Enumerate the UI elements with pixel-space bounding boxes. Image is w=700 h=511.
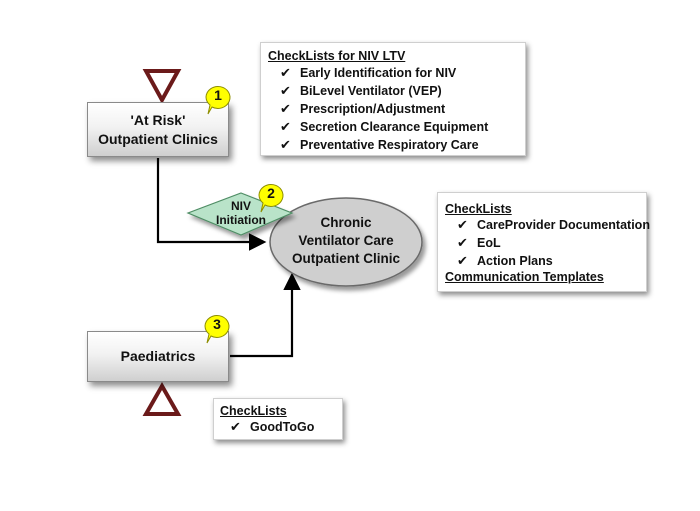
up-triangle-marker <box>142 381 182 416</box>
checklist-niv-title: CheckLists for NIV LTV <box>268 49 406 63</box>
badge-3-number: 3 <box>213 316 221 332</box>
badge-1: 1 <box>202 83 234 115</box>
badge-2-number: 2 <box>267 185 275 201</box>
niv-initiation-label: NIV Initiation <box>206 199 276 227</box>
list-item: ✔Prescription/Adjustment <box>280 101 446 116</box>
badge-1-number: 1 <box>214 87 222 103</box>
badge-2: 2 <box>255 181 287 213</box>
list-item: ✔Preventative Respiratory Care <box>280 137 479 152</box>
checkmark-icon: ✔ <box>280 65 291 80</box>
chronic-clinic-label: Chronic Ventilator Care Outpatient Clini… <box>276 214 416 268</box>
checkmark-icon: ✔ <box>280 119 291 134</box>
checklist-clinic-items: ✔CareProvider Documentation ✔EoL ✔Action… <box>457 216 650 270</box>
chronic-clinic-line1: Chronic <box>320 215 372 230</box>
list-item: ✔GoodToGo <box>230 419 315 434</box>
at-risk-line1: 'At Risk' <box>130 111 186 128</box>
checklist-niv-items: ✔Early Identification for NIV ✔BiLevel V… <box>280 64 525 154</box>
list-item: ✔EoL <box>457 235 501 250</box>
checkmark-icon: ✔ <box>280 137 291 152</box>
checkmark-icon: ✔ <box>280 83 291 98</box>
niv-initiation-line2: Initiation <box>216 213 266 227</box>
communication-templates-label: Communication Templates <box>445 270 604 284</box>
badge-3: 3 <box>201 312 233 344</box>
checklist-niv-ltv: CheckLists for NIV LTV ✔Early Identifica… <box>260 42 526 156</box>
speech-bubble-icon <box>258 184 284 213</box>
checkmark-icon: ✔ <box>457 253 468 268</box>
paediatrics-label: Paediatrics <box>120 348 196 364</box>
paediatrics-box: Paediatrics <box>87 331 229 382</box>
checklist-paeds-items: ✔GoodToGo <box>230 418 342 436</box>
arrow-atrisk-to-clinic <box>156 158 267 251</box>
list-item: ✔Action Plans <box>457 253 553 268</box>
chronic-clinic-line2: Ventilator Care <box>298 233 394 248</box>
down-triangle-marker <box>142 69 182 105</box>
checkmark-icon: ✔ <box>457 217 468 232</box>
chronic-clinic-line3: Outpatient Clinic <box>292 251 400 266</box>
at-risk-line2: Outpatient Clinics <box>98 130 218 147</box>
niv-initiation-line1: NIV <box>230 199 251 213</box>
at-risk-clinics-box: 'At Risk' Outpatient Clinics <box>87 102 229 157</box>
speech-bubble-icon <box>205 86 231 115</box>
checkmark-icon: ✔ <box>457 235 468 250</box>
checklist-paeds-title: CheckLists <box>220 404 287 418</box>
checkmark-icon: ✔ <box>280 101 291 116</box>
checklist-clinic: CheckLists ✔CareProvider Documentation ✔… <box>437 192 650 292</box>
list-item: ✔BiLevel Ventilator (VEP) <box>280 83 442 98</box>
speech-bubble-icon <box>204 315 230 344</box>
chronic-clinic-ellipse <box>269 197 423 287</box>
list-item: ✔CareProvider Documentation <box>457 217 650 232</box>
checkmark-icon: ✔ <box>230 419 241 434</box>
list-item: ✔Secretion Clearance Equipment <box>280 119 489 134</box>
arrow-paediatrics-to-clinic <box>230 272 301 358</box>
list-item: ✔Early Identification for NIV <box>280 65 457 80</box>
checklist-clinic-title: CheckLists <box>445 202 512 216</box>
checklist-paediatrics: CheckLists ✔GoodToGo <box>213 398 343 440</box>
